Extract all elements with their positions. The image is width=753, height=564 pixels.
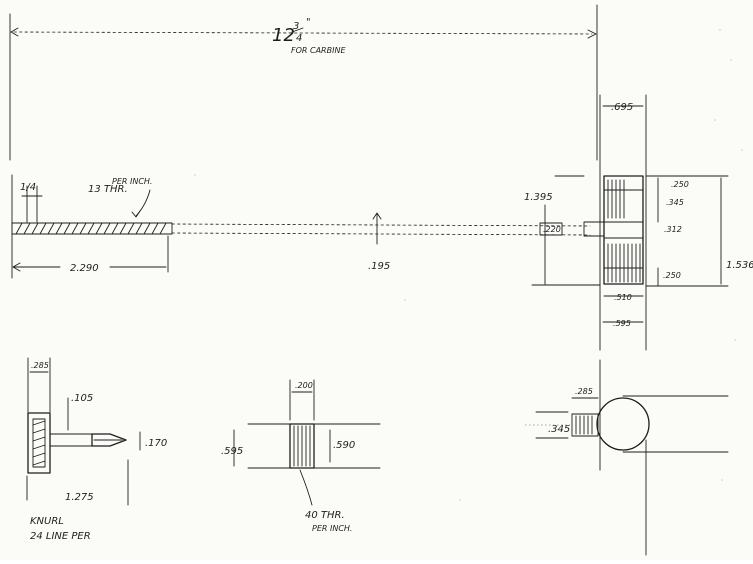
nut-height: .595 <box>221 446 243 457</box>
knob-shank-dia: .105 <box>71 393 93 404</box>
thread-leader <box>135 189 151 217</box>
bottom-step: .250 <box>663 271 681 280</box>
mid-step: .312 <box>664 225 682 234</box>
nut-bore: .590 <box>333 440 355 451</box>
knob-shank <box>49 433 93 447</box>
inner-width: .510 <box>614 293 632 302</box>
rod-thread-note-1: 13 THR. <box>88 184 128 195</box>
scan-noise <box>194 29 743 501</box>
knob-cap <box>27 412 51 474</box>
rod-bottom-edge <box>171 232 591 236</box>
overall-length-note: FOR CARBINE <box>291 46 346 55</box>
boss-width: .285 <box>575 387 593 396</box>
knob-tip <box>91 433 127 447</box>
rod-thread-note-2: PER INCH. <box>112 177 152 186</box>
fraction-bar <box>291 27 304 33</box>
knob-detail: .285 .105 .170 1.275 KNURL 24 LINE PER <box>26 357 167 542</box>
overall-length-dimension: 12 3 4 " FOR CARBINE <box>9 4 598 161</box>
end-view-overall-height: 1.536 <box>726 260 753 271</box>
boss-height: .345 <box>548 424 570 435</box>
body-lower-hatching <box>607 243 641 283</box>
nut-width: .200 <box>295 381 313 390</box>
thread-hatching <box>15 222 167 235</box>
overall-length-numerator: 3 <box>293 21 299 32</box>
overall-dimension-line <box>13 31 593 35</box>
nut-body <box>289 423 315 469</box>
overall-length-unit: " <box>306 17 311 28</box>
nut-thread-leader <box>299 469 313 506</box>
top-gap: .250 <box>671 180 689 189</box>
side-view-detail: .285 .345 <box>525 359 729 556</box>
pin-dim-box <box>539 222 563 236</box>
tip-dimension: 1/4 <box>20 182 36 193</box>
knob-tip-dia: .170 <box>145 438 167 449</box>
bottom-width: .595 <box>613 319 631 328</box>
nut-thread-note-1: 40 THR. <box>305 510 345 521</box>
body-upper-hatching <box>607 179 625 219</box>
overall-right-arrow <box>587 29 597 39</box>
nut-thread-note-2: PER INCH. <box>312 524 352 533</box>
thread-leader-arrow <box>131 210 141 218</box>
overall-left-arrow <box>10 27 19 37</box>
thread-length: 2.290 <box>70 263 99 274</box>
end-view-height: 1.395 <box>524 192 553 203</box>
knob-cap-inner <box>32 418 46 468</box>
rod-diameter: .195 <box>368 261 390 272</box>
knurl-hatching <box>32 420 46 466</box>
rod-dia-arrow <box>372 212 382 220</box>
nut-thread-hatching <box>293 425 311 467</box>
thread-length-arrow-left <box>12 262 21 272</box>
knurl-note-2: 24 LINE PER <box>30 531 91 542</box>
side-view-round-head <box>596 397 650 451</box>
knob-cap-width: .285 <box>31 361 49 370</box>
top-width: .695 <box>611 102 633 113</box>
pin-diameter: .220 <box>543 225 561 234</box>
rod-threaded-section <box>11 222 173 235</box>
knurl-note-1: KNURL <box>30 516 64 527</box>
nut-detail: .200 .595 .590 40 THR. PER INCH. <box>221 379 381 533</box>
knob-total-length: 1.275 <box>65 492 94 503</box>
end-view-assembly: .695 .220 1.395 .250 .345 .312 .250 1.53… <box>524 94 753 351</box>
top-step: .345 <box>666 198 684 207</box>
overall-length-denominator: 4 <box>296 33 302 44</box>
side-boss-hatching <box>575 415 593 435</box>
rod-top-edge <box>171 223 591 227</box>
overall-length-whole: 12 <box>272 25 295 46</box>
threaded-rod: 1/4 13 THR. PER INCH. 2.290 .195 <box>11 174 591 279</box>
side-boss <box>571 413 599 437</box>
end-view-pin <box>583 221 605 237</box>
